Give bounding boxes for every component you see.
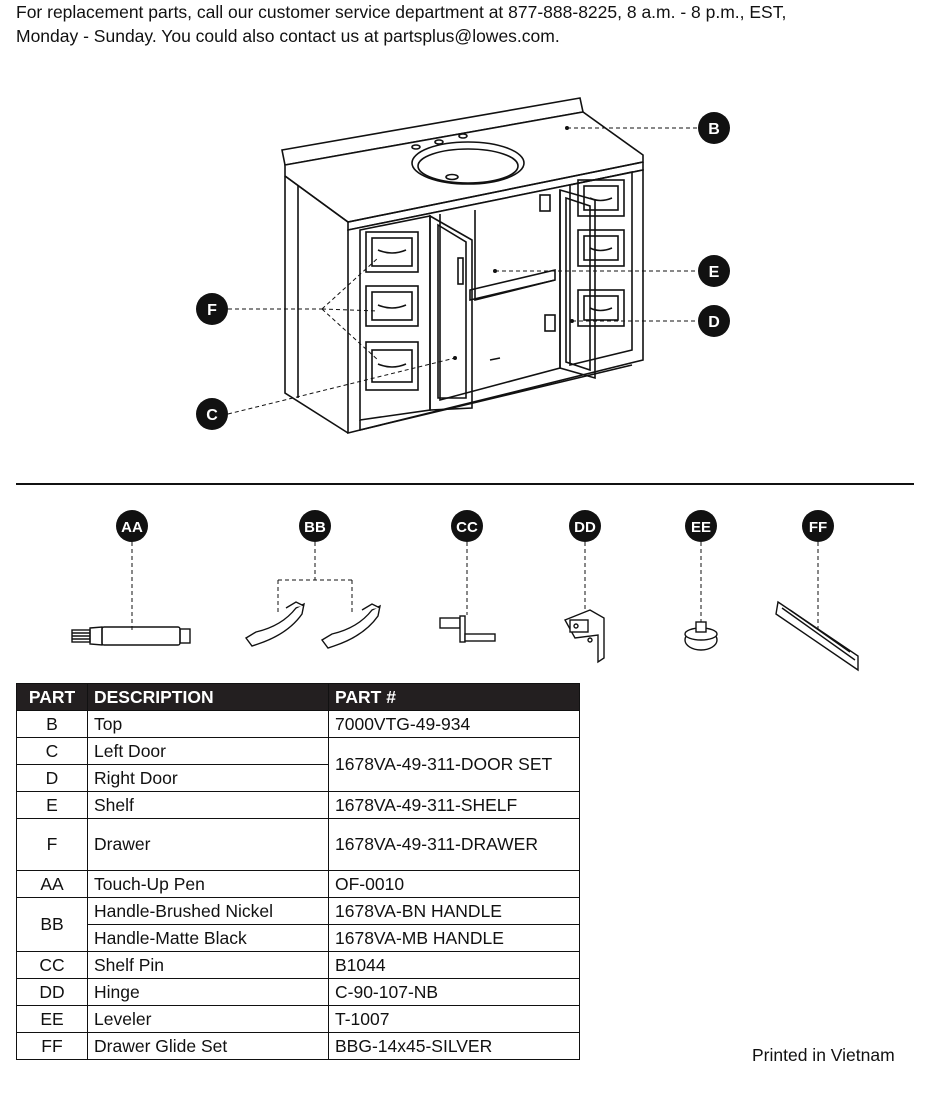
part-cell: C xyxy=(16,737,88,765)
desc-cell: Right Door xyxy=(87,764,329,792)
desc-cell: Shelf xyxy=(87,791,329,819)
desc-cell: Touch-Up Pen xyxy=(87,870,329,898)
vanity-drawing xyxy=(281,97,644,435)
part-cell: D xyxy=(16,764,88,792)
table-row: DD Hinge C-90-107-NB xyxy=(16,978,580,1006)
callout-ee-label: EE xyxy=(691,519,711,536)
part-number-cell: 1678VA-49-311-SHELF xyxy=(328,791,580,819)
table-row: E Shelf 1678VA-49-311-SHELF xyxy=(16,791,580,819)
desc-cell: Hinge xyxy=(87,978,329,1006)
part-number-cell: 1678VA-BN HANDLE xyxy=(328,897,580,925)
intro-line-2: Monday - Sunday. You could also contact … xyxy=(16,26,560,46)
desc-cell: Leveler xyxy=(87,1005,329,1033)
table-row: C Left Door 1678VA-49-311-DOOR SET xyxy=(16,737,580,792)
part-number-cell: 7000VTG-49-934 xyxy=(328,710,580,738)
callout-ee: EE xyxy=(685,510,717,542)
callout-ff: FF xyxy=(802,510,834,542)
leader-lines xyxy=(227,127,700,415)
callout-d-label: D xyxy=(708,314,720,331)
callout-f: F xyxy=(196,293,228,325)
leveler-drawing xyxy=(684,621,718,651)
callout-aa: AA xyxy=(116,510,148,542)
part-cell: AA xyxy=(16,870,88,898)
part-cell: E xyxy=(16,791,88,819)
part-number-cell: BBG-14x45-SILVER xyxy=(328,1032,580,1060)
part-number-cell: B1044 xyxy=(328,951,580,979)
callout-b-label: B xyxy=(708,121,720,138)
touch-up-pen-drawing xyxy=(71,626,191,646)
callout-cc-label: CC xyxy=(456,519,478,536)
hardware-illustration: AA BB CC DD EE FF xyxy=(71,510,859,672)
desc-cell: Drawer Glide Set xyxy=(87,1032,329,1060)
intro-line-1: For replacement parts, call our customer… xyxy=(16,2,787,22)
header-description: DESCRIPTION xyxy=(87,683,329,711)
table-row: EE Leveler T-1007 xyxy=(16,1005,580,1033)
handles-drawing xyxy=(244,601,381,649)
callout-c-label: C xyxy=(206,407,218,424)
hinge-drawing xyxy=(564,609,605,664)
table-row: AA Touch-Up Pen OF-0010 xyxy=(16,870,580,898)
part-cell: EE xyxy=(16,1005,88,1033)
header-part: PART xyxy=(16,683,88,711)
part-number-cell: T-1007 xyxy=(328,1005,580,1033)
callout-c: C xyxy=(196,398,228,430)
callout-f-label: F xyxy=(207,302,217,319)
header-part-number: PART # xyxy=(328,683,580,711)
callout-bb: BB xyxy=(299,510,331,542)
part-number-cell: OF-0010 xyxy=(328,870,580,898)
callout-dd-label: DD xyxy=(574,519,596,536)
part-number-cell: C-90-107-NB xyxy=(328,978,580,1006)
part-cell: CC xyxy=(16,951,88,979)
intro-text: For replacement parts, call our customer… xyxy=(16,0,916,48)
parts-table: PART DESCRIPTION PART # B Top 7000VTG-49… xyxy=(16,683,580,1060)
callout-b: B xyxy=(698,112,730,144)
table-row: FF Drawer Glide Set BBG-14x45-SILVER xyxy=(16,1032,580,1060)
callout-d: D xyxy=(698,305,730,337)
desc-cell: Handle-Matte Black xyxy=(87,924,329,952)
callout-ff-label: FF xyxy=(809,519,827,536)
part-cell: BB xyxy=(16,897,88,952)
table-row: Handle-Matte Black 1678VA-MB HANDLE xyxy=(17,924,580,952)
part-number-cell: 1678VA-49-311-DOOR SET xyxy=(328,737,580,792)
part-cell: FF xyxy=(16,1032,88,1060)
part-cell: B xyxy=(16,710,88,738)
desc-cell: Top xyxy=(87,710,329,738)
table-row: BB Handle-Brushed Nickel 1678VA-BN HANDL… xyxy=(16,897,580,952)
desc-cell: Left Door xyxy=(87,737,329,765)
callout-e: E xyxy=(698,255,730,287)
part-number-cell: 1678VA-MB HANDLE xyxy=(328,924,580,952)
callout-e-label: E xyxy=(709,264,720,281)
drawer-glide-drawing xyxy=(775,600,859,672)
table-header-row: PART DESCRIPTION PART # xyxy=(16,683,580,711)
callout-dd: DD xyxy=(569,510,601,542)
part-cell: DD xyxy=(16,978,88,1006)
printed-in-note: Printed in Vietnam xyxy=(752,1045,895,1065)
table-row: CC Shelf Pin B1044 xyxy=(16,951,580,979)
table-row: B Top 7000VTG-49-934 xyxy=(16,710,580,738)
desc-cell: Handle-Brushed Nickel xyxy=(87,897,329,925)
desc-cell: Drawer xyxy=(87,818,329,871)
desc-cell: Shelf Pin xyxy=(87,951,329,979)
callout-cc: CC xyxy=(451,510,483,542)
section-divider xyxy=(16,483,914,485)
part-cell: F xyxy=(16,818,88,871)
callout-aa-label: AA xyxy=(121,519,143,536)
part-number-cell: 1678VA-49-311-DRAWER xyxy=(328,818,580,871)
table-row: F Drawer 1678VA-49-311-DRAWER xyxy=(16,818,580,871)
vanity-illustration: B E D F C xyxy=(196,97,730,435)
hardware-leaders xyxy=(131,542,819,630)
shelf-pin-drawing xyxy=(439,615,496,643)
callout-bb-label: BB xyxy=(304,519,326,536)
